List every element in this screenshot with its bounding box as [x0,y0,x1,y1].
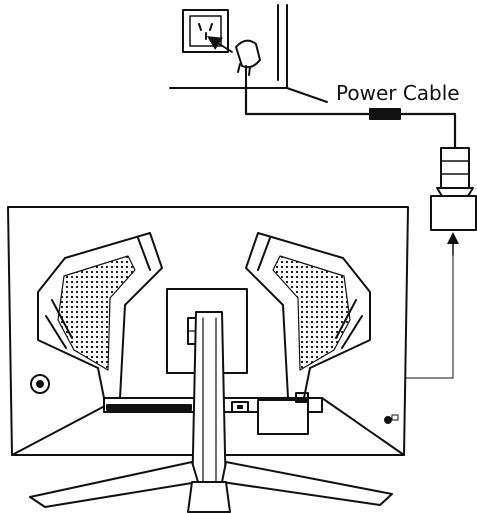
monitor-back [7,206,409,456]
wall-corner [169,4,328,103]
joystick-button-icon [30,374,50,394]
wall-outlet-icon [182,9,229,53]
cable-ferrite [369,108,401,120]
power-cable [244,82,457,150]
stand-base [29,461,393,513]
kensington-lock-icon [384,416,392,424]
power-cable-label: Power Cable [336,81,460,105]
stand-neck [191,311,227,501]
iec-connector-icon [430,147,477,256]
plug-icon [206,36,261,85]
